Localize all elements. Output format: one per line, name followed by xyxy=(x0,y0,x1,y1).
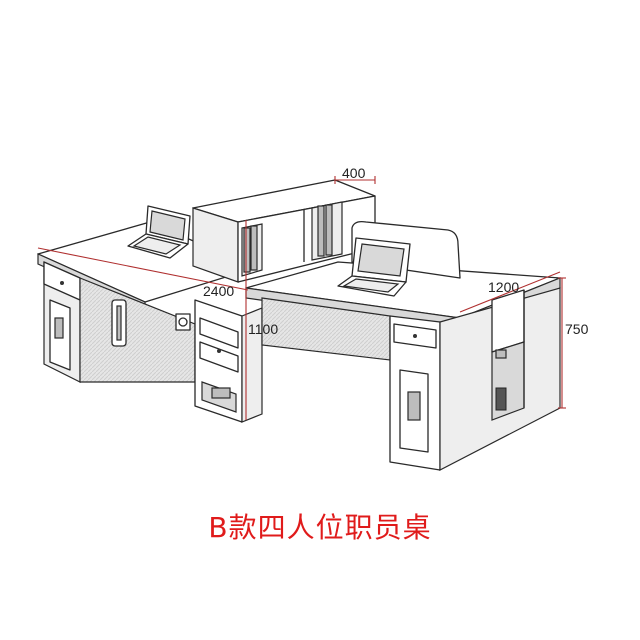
center-shelf xyxy=(192,179,376,283)
product-caption: B款四人位职员桌 xyxy=(208,511,432,544)
cable-box-icon xyxy=(175,313,191,331)
drawer-lock-icon xyxy=(60,281,64,285)
left-laptop-icon xyxy=(127,205,191,259)
binder-icon xyxy=(317,205,325,257)
binder-icon xyxy=(325,204,333,256)
binder-icon xyxy=(250,225,258,271)
book-stack-icon xyxy=(211,387,231,399)
book-stack-icon xyxy=(495,349,507,359)
binder-icon xyxy=(243,227,251,273)
middle-drawer xyxy=(199,341,239,373)
drawer-lock-icon xyxy=(413,334,417,338)
dim-desk-height: 750 xyxy=(565,321,589,337)
dim-screen-width: 400 xyxy=(342,165,366,181)
middle-drawer xyxy=(199,317,239,349)
left-desk xyxy=(37,205,256,383)
dim-1200-line xyxy=(459,271,561,313)
middle-pedestal xyxy=(194,299,263,423)
right-laptop-icon xyxy=(337,237,411,297)
dim-desk-length: 2400 xyxy=(203,283,234,299)
dim-desk-depth: 1200 xyxy=(488,279,519,295)
dim-2400-line xyxy=(37,247,249,291)
drawer-lock-icon xyxy=(217,349,221,353)
dimension-lines: 400 2400 1200 1100 750 xyxy=(37,165,589,420)
dim-desk-width: 1100 xyxy=(248,321,278,337)
right-desk xyxy=(245,220,561,471)
binder-icon xyxy=(495,387,507,411)
